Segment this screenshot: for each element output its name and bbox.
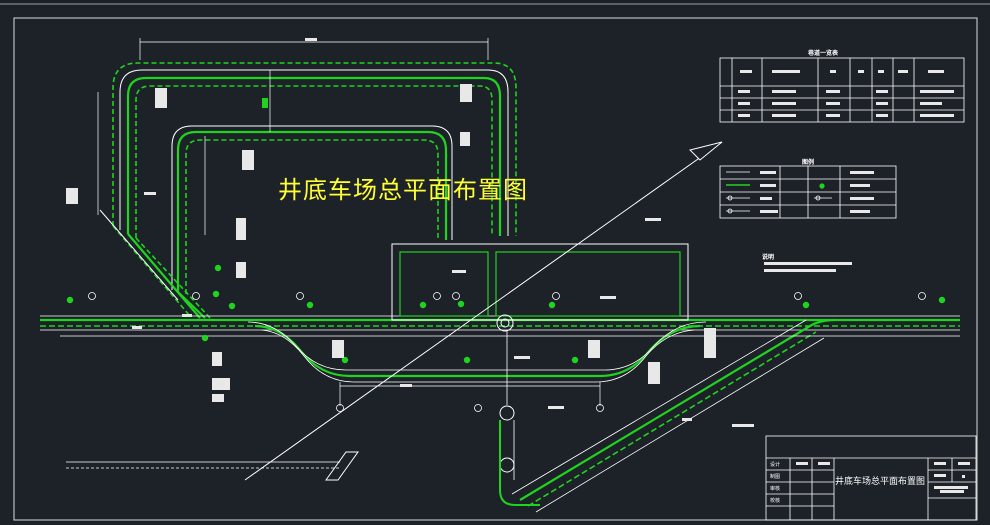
inclined-track (511, 318, 836, 513)
notes-title: 说明 (762, 254, 775, 261)
title-block (765, 435, 977, 521)
dimension-lines (60, 38, 960, 406)
title-block-row-label: 校核 (770, 498, 781, 504)
main-haulage-line (40, 315, 960, 331)
lower-bypass-loop (247, 321, 707, 383)
legend-title: 图例 (802, 159, 815, 166)
north-arrow-line (244, 141, 723, 481)
title-block-fills (796, 462, 970, 493)
upper-inner-loop (171, 125, 453, 294)
tunnel-table (719, 57, 965, 123)
title-block-row-label: 设计 (770, 462, 781, 468)
upper-outer-loop (112, 62, 517, 238)
left-diagonal-tracks (99, 209, 211, 319)
axis-markers (88, 292, 926, 412)
notes-lines (764, 262, 852, 272)
drawing-frame (13, 17, 978, 521)
title-block-row-label: 制图 (770, 474, 781, 480)
title-block-name: 井底车场总平面布置图 (835, 477, 926, 487)
legend-cells (726, 171, 874, 214)
tunnel-table-title: 巷道一览表 (808, 50, 839, 57)
lower-left-track (66, 451, 359, 481)
title-block-row-label: 审核 (770, 486, 781, 492)
legend-table (719, 165, 897, 219)
signal-lamps (66, 264, 946, 364)
annotation-blocks (66, 38, 754, 427)
central-chambers (391, 243, 689, 321)
center-spur (499, 330, 540, 506)
drawing-main-title: 井底车场总平面布置图 (278, 176, 528, 204)
tunnel-table-cells (738, 70, 954, 117)
